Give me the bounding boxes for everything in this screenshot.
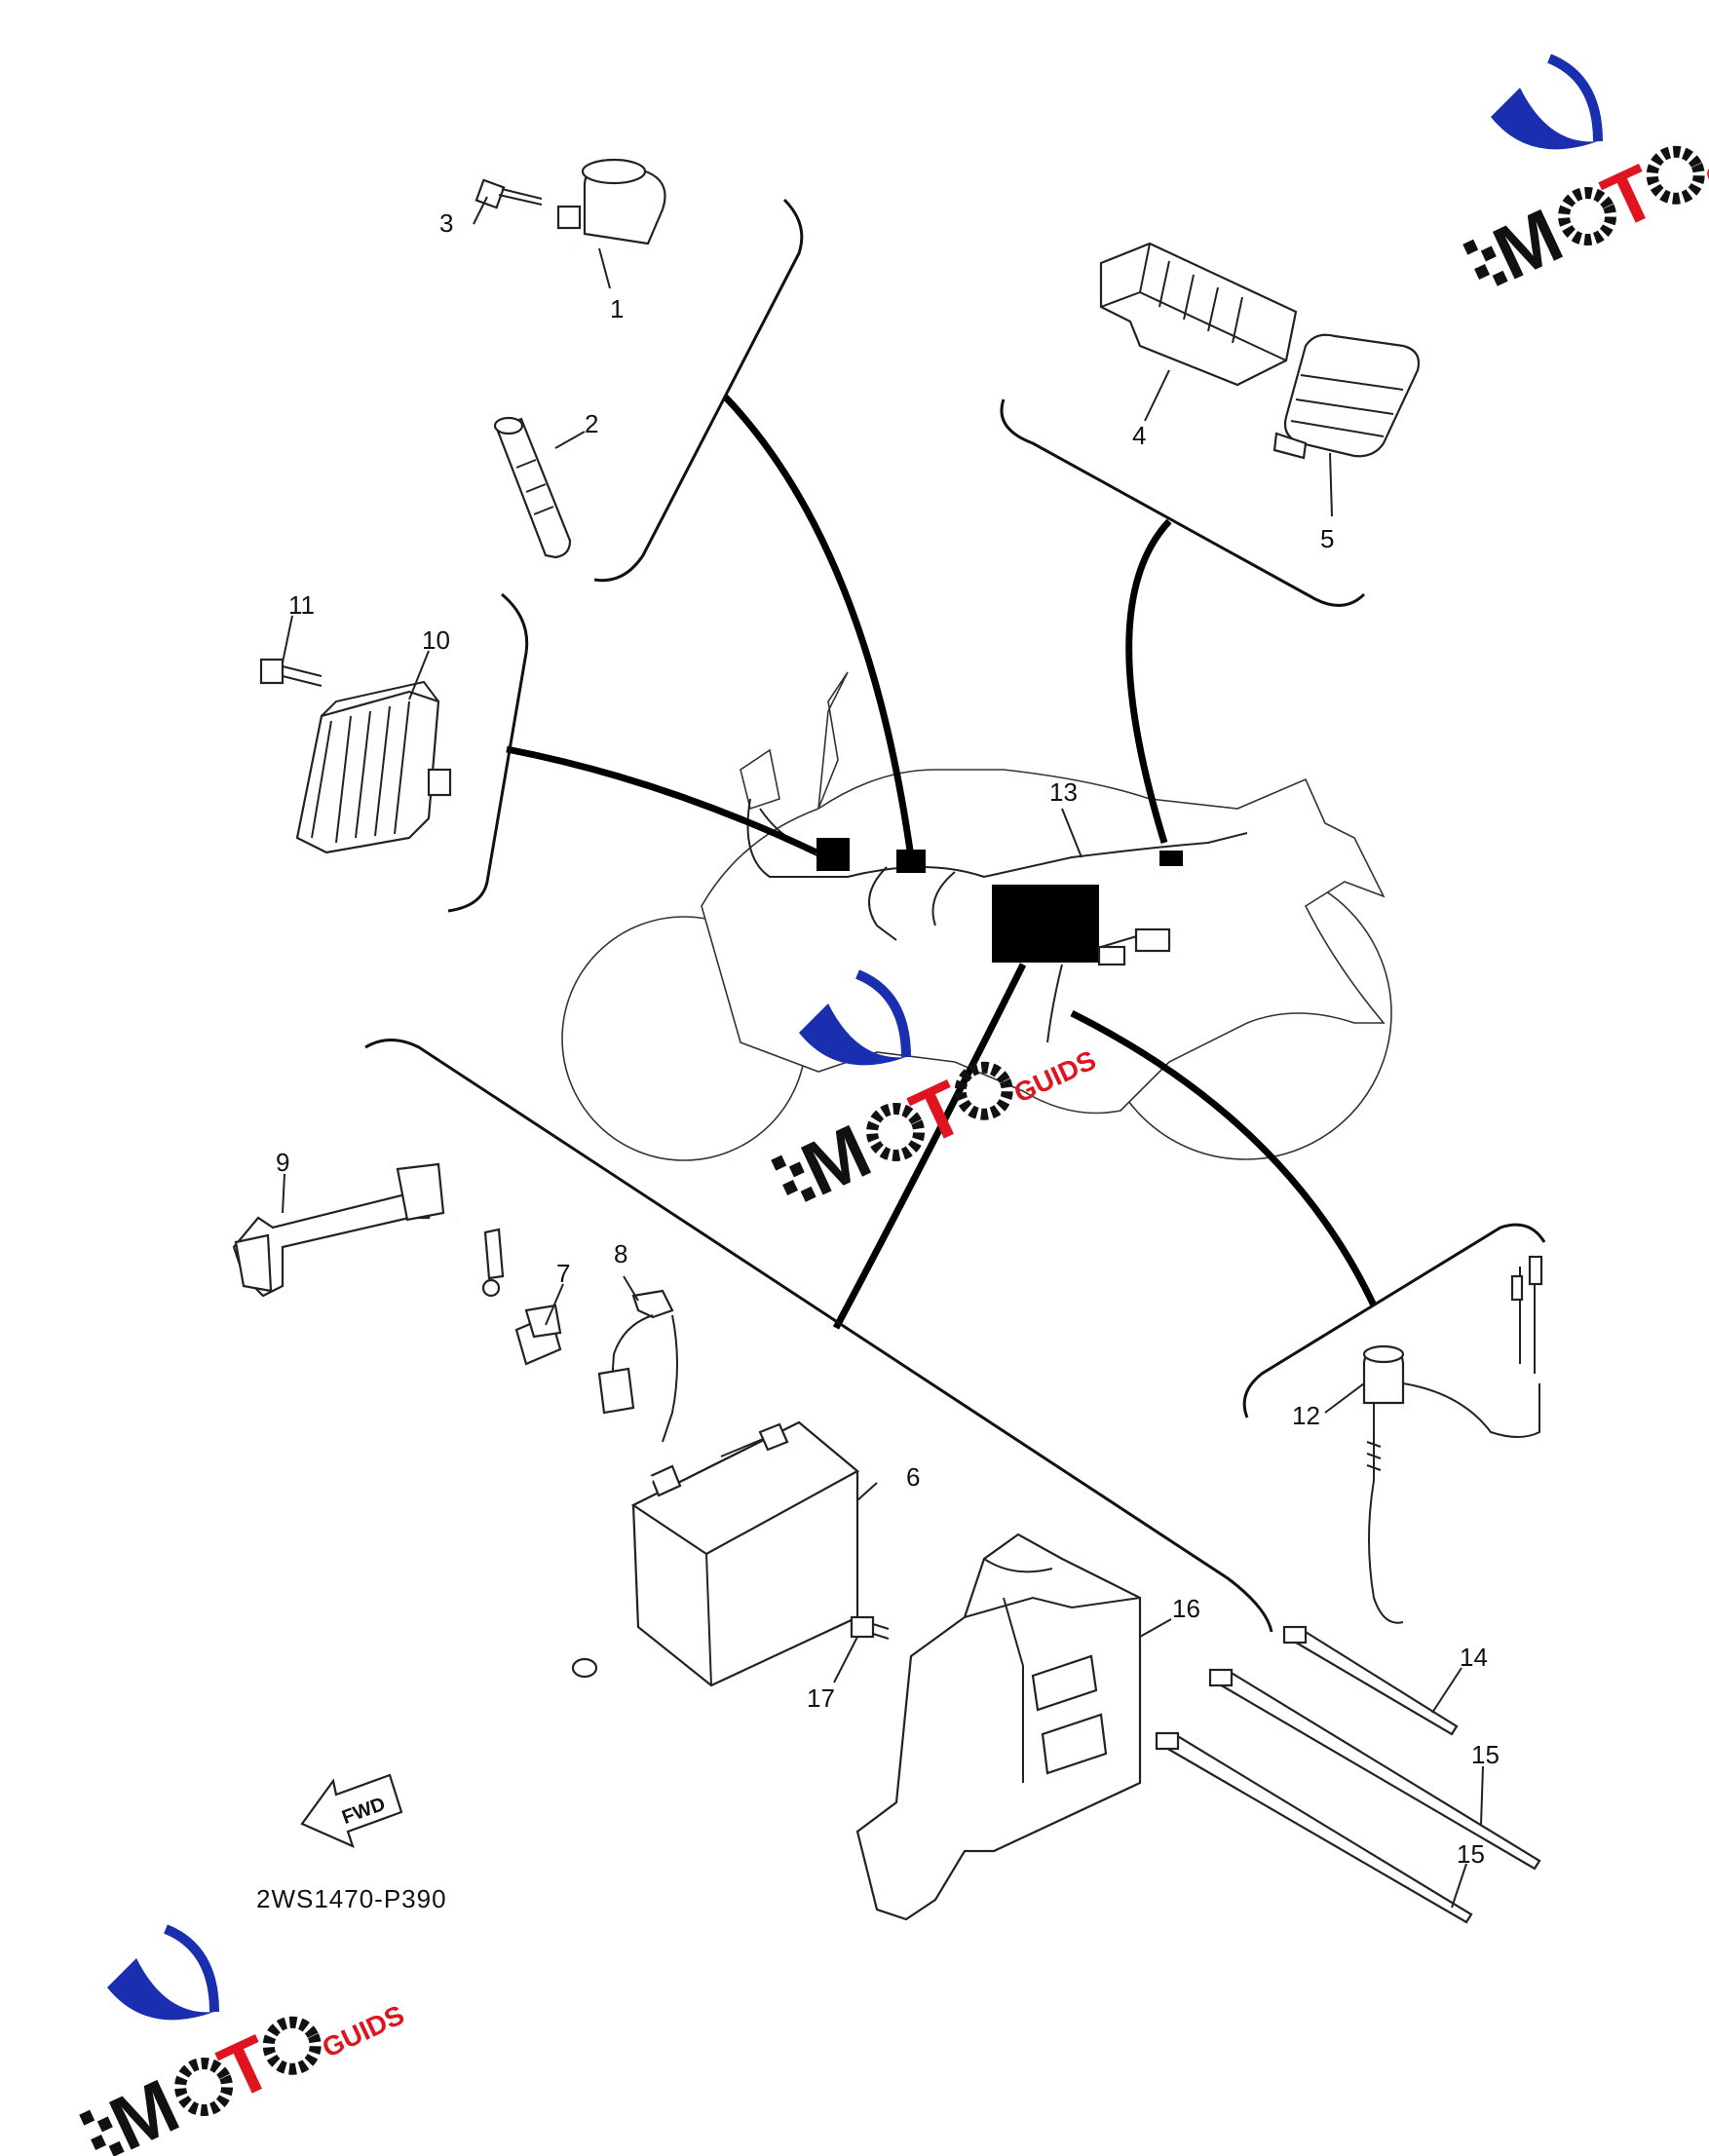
wire-harness xyxy=(746,798,1248,1043)
callout-16: 16 xyxy=(1172,1594,1200,1623)
callout-1: 1 xyxy=(610,294,624,323)
callout-14: 14 xyxy=(1460,1643,1488,1672)
callout-12: 12 xyxy=(1292,1401,1320,1430)
cable-tie-14 xyxy=(1282,1625,1459,1736)
callout-3: 3 xyxy=(439,208,453,238)
callout-8: 8 xyxy=(614,1239,627,1268)
callout-15-upper: 15 xyxy=(1471,1740,1500,1769)
bolt-3 xyxy=(475,178,543,209)
callout-2: 2 xyxy=(585,409,598,438)
box-frames xyxy=(364,198,1546,1633)
spark-plug-cap xyxy=(493,416,572,559)
battery-band xyxy=(232,1162,445,1298)
callout-10: 10 xyxy=(422,625,450,655)
battery-lead xyxy=(597,1289,678,1443)
callout-17: 17 xyxy=(807,1683,835,1713)
cdi-unit xyxy=(1099,242,1298,387)
rectifier-regulator xyxy=(295,680,452,854)
callout-9: 9 xyxy=(276,1148,289,1177)
leader-lines xyxy=(282,196,1484,1909)
battery-box xyxy=(855,1532,1142,1921)
callout-7: 7 xyxy=(556,1259,570,1288)
callout-5: 5 xyxy=(1320,524,1334,553)
callout-6: 6 xyxy=(906,1462,920,1492)
callout-labels: 1 2 3 4 5 6 7 8 9 10 11 12 13 14 15 15 1… xyxy=(276,208,1500,1869)
callout-13: 13 xyxy=(1049,777,1078,807)
connection-lines xyxy=(506,394,1378,1330)
ignition-coil xyxy=(438,158,666,428)
bolt-17 xyxy=(850,1615,890,1640)
callout-4: 4 xyxy=(1132,421,1146,450)
cable-tie-15-upper xyxy=(1208,1668,1541,1871)
fwd-arrow: FWD xyxy=(300,1773,403,1849)
watermark-logo-bottom-left xyxy=(72,1929,413,2156)
motorcycle-outline xyxy=(561,671,1392,1161)
cable-tie-15-lower xyxy=(1155,1731,1473,1924)
battery xyxy=(551,1420,859,1687)
fuse-lead xyxy=(410,1214,562,1368)
sidestand-switch xyxy=(1362,1255,1543,1624)
diagram-code: 2WS1470-P390 xyxy=(256,1884,447,1913)
cdi-cover xyxy=(1272,333,1421,460)
bolt-11 xyxy=(259,658,323,687)
callout-15-lower: 15 xyxy=(1457,1839,1485,1869)
watermark-logo-top-right xyxy=(1456,58,1709,308)
callout-11: 11 xyxy=(288,590,315,620)
